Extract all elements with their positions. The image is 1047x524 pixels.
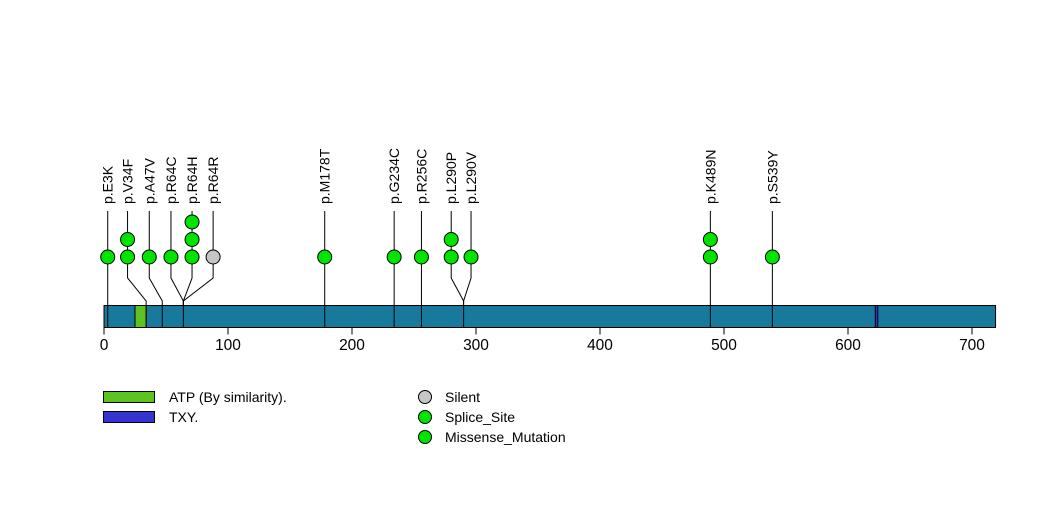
axis-tick-label: 300 bbox=[463, 337, 489, 354]
mutation-marker[interactable] bbox=[463, 249, 479, 265]
legend-label-missense: Missense_Mutation bbox=[445, 429, 566, 445]
mutation-label: p.L290V bbox=[463, 151, 479, 204]
axis-tick-label: 700 bbox=[959, 337, 985, 354]
legend-row-silent: Silent bbox=[418, 387, 566, 407]
mutation-label: p.R64R bbox=[205, 157, 221, 204]
mutation-label: p.R256C bbox=[413, 149, 429, 204]
mutation-marker[interactable] bbox=[184, 214, 200, 230]
mutation-stem bbox=[463, 211, 472, 306]
mutation-stem bbox=[182, 211, 214, 306]
protein-bar bbox=[103, 305, 997, 328]
splice-site-circle-icon bbox=[418, 410, 432, 424]
mutation-label: p.L290P bbox=[443, 152, 459, 204]
mutation-label: p.R64H bbox=[184, 157, 200, 204]
mutation-marker[interactable] bbox=[386, 249, 402, 265]
axis-tick-label: 500 bbox=[711, 337, 737, 354]
domain-swatch-txy bbox=[103, 411, 155, 423]
legend-label-silent: Silent bbox=[445, 389, 481, 405]
mutation-label: p.S539Y bbox=[764, 150, 780, 204]
legend-row-domain-atp: ATP (By similarity). bbox=[103, 387, 287, 407]
mutation-marker[interactable] bbox=[184, 249, 200, 265]
mutation-marker[interactable] bbox=[764, 249, 780, 265]
legend-row-domain-txy: TXY. bbox=[103, 407, 287, 427]
mutation-label: p.V34F bbox=[120, 159, 136, 204]
mutation-label: p.M178T bbox=[317, 148, 333, 204]
legend-row-splice-site: Splice_Site bbox=[418, 407, 566, 427]
mutation-marker[interactable] bbox=[443, 249, 459, 265]
protein-domain bbox=[134, 305, 147, 328]
legend-domains: ATP (By similarity). TXY. bbox=[103, 387, 287, 427]
axis-tick-label: 100 bbox=[215, 337, 241, 354]
mutation-marker[interactable] bbox=[163, 249, 179, 265]
mutation-label: p.R64C bbox=[163, 157, 179, 204]
mutation-label: p.E3K bbox=[100, 165, 116, 204]
mutation-marker[interactable] bbox=[702, 249, 718, 265]
mutation-marker[interactable] bbox=[120, 249, 136, 265]
mutation-label: p.G234C bbox=[386, 148, 402, 204]
mutation-marker[interactable] bbox=[141, 249, 157, 265]
legend-row-missense: Missense_Mutation bbox=[418, 427, 566, 447]
axis-tick-label: 0 bbox=[100, 337, 109, 354]
legend-mutation-types: Silent Splice_Site Missense_Mutation bbox=[418, 387, 566, 447]
mutation-marker[interactable] bbox=[120, 232, 136, 247]
mutation-marker[interactable] bbox=[443, 232, 459, 247]
axis-tick-label: 600 bbox=[835, 337, 861, 354]
missense-circle-icon bbox=[418, 430, 432, 444]
mutation-marker[interactable] bbox=[413, 249, 429, 265]
mutation-marker[interactable] bbox=[205, 249, 221, 265]
silent-circle-icon bbox=[418, 390, 432, 404]
legend-label-atp: ATP (By similarity). bbox=[169, 389, 287, 405]
mutation-marker[interactable] bbox=[702, 232, 718, 247]
mutation-marker[interactable] bbox=[184, 232, 200, 247]
legend-label-splice-site: Splice_Site bbox=[445, 409, 516, 425]
mutation-stem bbox=[148, 211, 163, 306]
mutation-marker[interactable] bbox=[317, 249, 333, 265]
protein-domain bbox=[874, 305, 879, 328]
domain-swatch-atp bbox=[103, 391, 155, 403]
legend-label-txy: TXY. bbox=[169, 409, 199, 425]
mutation-label: p.A47V bbox=[141, 157, 157, 204]
mutation-label: p.K489N bbox=[702, 150, 718, 204]
axis-tick-label: 200 bbox=[339, 337, 365, 354]
axis-tick-label: 400 bbox=[587, 337, 613, 354]
mutation-marker[interactable] bbox=[100, 249, 116, 265]
